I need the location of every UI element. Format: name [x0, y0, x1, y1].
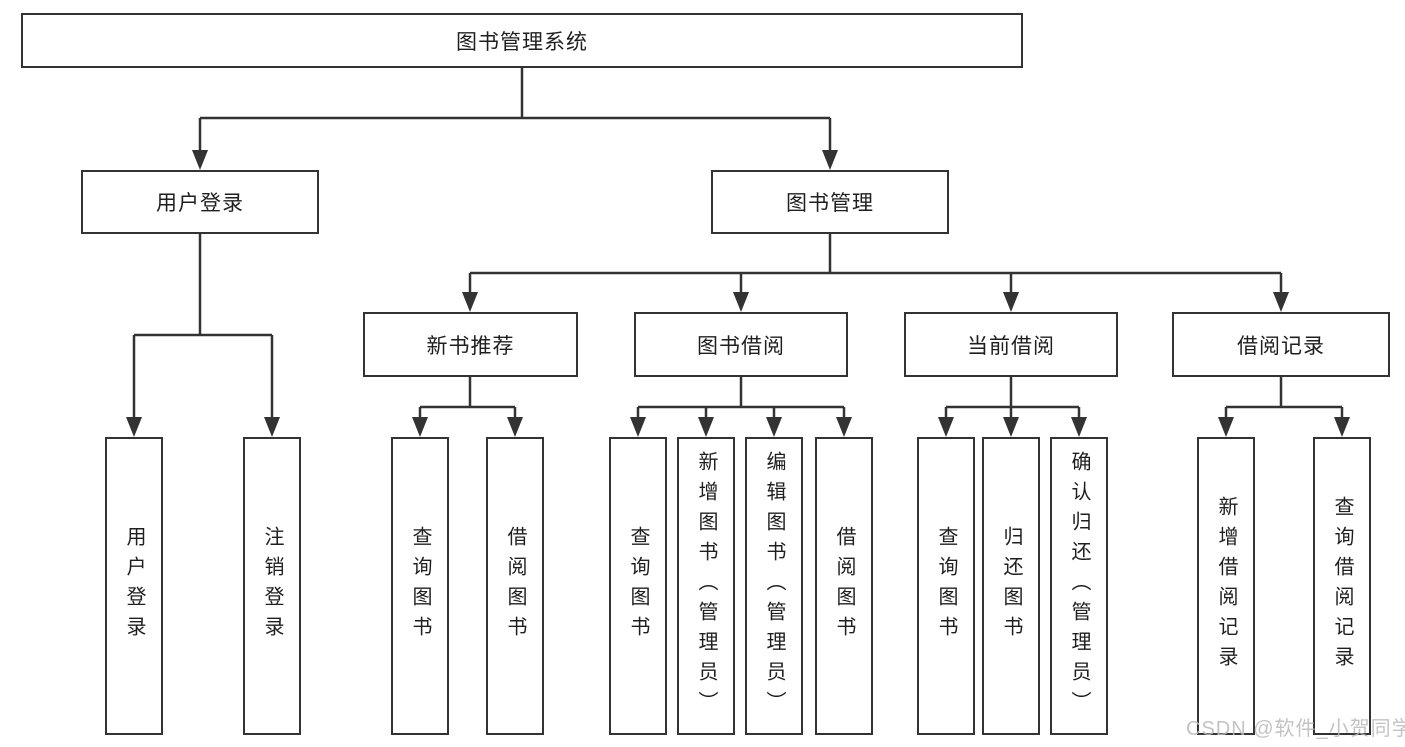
- node-new-book-recommend: 新书推荐: [363, 312, 578, 377]
- node-book-management: 图书管理: [711, 170, 949, 234]
- leaf-add-book-admin: 新增图书（管理员）: [677, 437, 735, 735]
- leaf-query-book-borrow: 查询图书: [609, 437, 667, 735]
- leaf-query-book-current: 查询图书: [917, 437, 975, 735]
- connector-userlogin-to-leaves: [132, 234, 274, 419]
- leaf-return-book: 归还图书: [982, 437, 1040, 735]
- node-current-borrow: 当前借阅: [904, 312, 1118, 377]
- leaf-query-book-recommend: 查询图书: [391, 437, 449, 735]
- leaf-logout: 注销登录: [243, 437, 301, 735]
- connector-root-to-level2: [198, 68, 832, 152]
- leaf-confirm-return-admin: 确认归还（管理员）: [1050, 437, 1108, 735]
- connector-newbook-to-leaves: [418, 377, 517, 419]
- connector-bookmgmt-to-level3: [468, 234, 1283, 294]
- node-borrow-records: 借阅记录: [1172, 312, 1390, 377]
- leaf-borrow-book: 借阅图书: [815, 437, 873, 735]
- leaf-user-login: 用户登录: [105, 437, 163, 735]
- leaf-query-borrow-record: 查询借阅记录: [1313, 437, 1371, 735]
- leaf-edit-book-admin: 编辑图书（管理员）: [745, 437, 803, 735]
- leaf-add-borrow-record: 新增借阅记录: [1197, 437, 1255, 735]
- node-book-borrow: 图书借阅: [634, 312, 848, 377]
- node-user-login: 用户登录: [81, 170, 319, 234]
- arrowheads: [126, 150, 1350, 437]
- node-root-library-system: 图书管理系统: [21, 13, 1023, 68]
- connector-records-to-leaves: [1224, 377, 1344, 419]
- leaf-borrow-book-recommend: 借阅图书: [486, 437, 544, 735]
- connector-currentborrow-to-leaves: [944, 377, 1081, 419]
- csdn-watermark: CSDN @软件_小贺同学: [1186, 718, 1405, 740]
- connector-bookborrow-to-leaves: [636, 377, 846, 419]
